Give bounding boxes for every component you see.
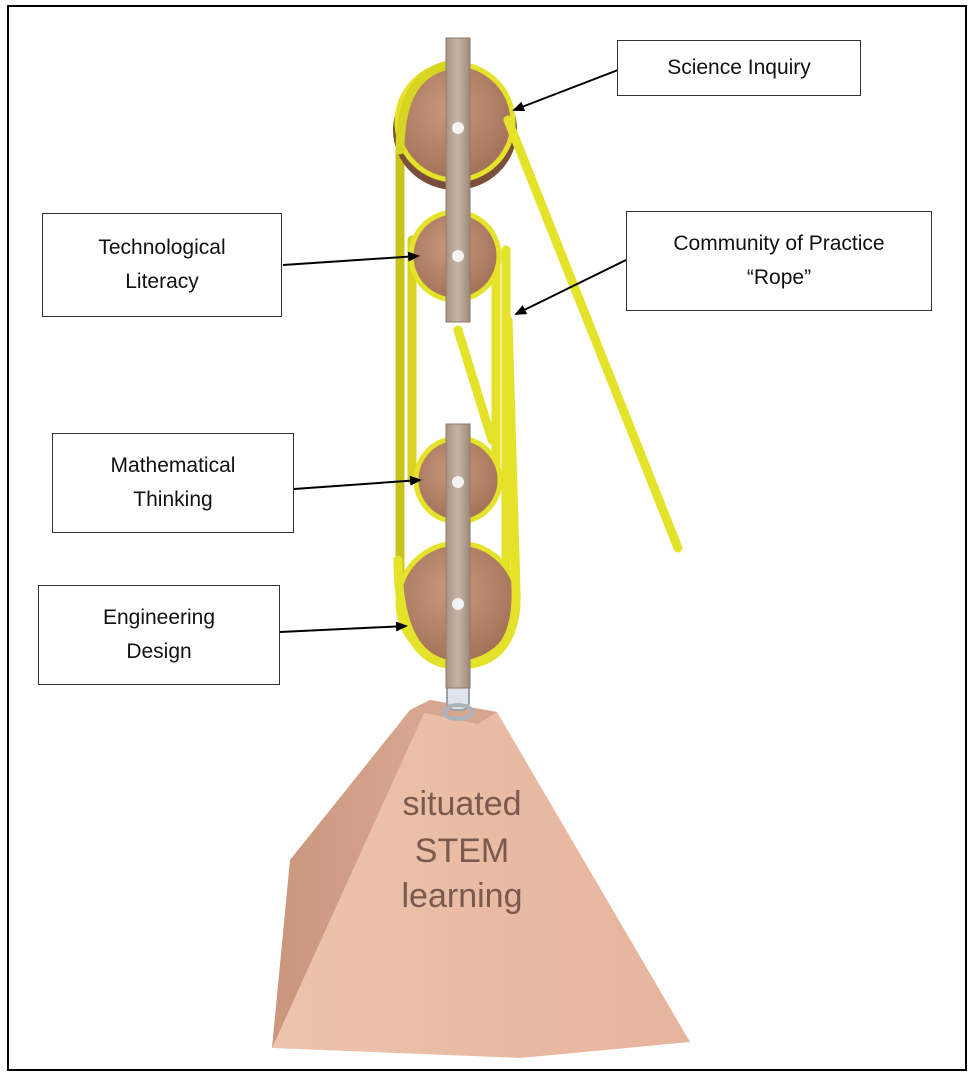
- weight-line-1: situated: [402, 785, 521, 823]
- stem-learning-weight: situated STEM learning: [272, 700, 690, 1058]
- label-community-of-practice: Community of Practice “Rope”: [626, 211, 932, 311]
- weight-top-face: [410, 700, 497, 724]
- label-science-inquiry-text: Science Inquiry: [667, 56, 811, 79]
- arrow-science-inquiry: [512, 69, 619, 112]
- arrow-community-of-practice: [514, 259, 627, 315]
- label-mathematical-thinking-line-2: Thinking: [133, 488, 213, 511]
- diagram-frame: [7, 5, 967, 1071]
- label-mathematical-thinking: Mathematical Thinking: [52, 433, 294, 533]
- rope-free-end: [503, 115, 683, 553]
- label-science-inquiry: Science Inquiry: [617, 40, 861, 96]
- weight-line-3: learning: [402, 877, 523, 915]
- label-community-of-practice-line-1: Community of Practice: [673, 232, 885, 255]
- rope-back: [395, 115, 511, 595]
- arrow-technological-literacy: [282, 251, 420, 266]
- weight-front-face: [272, 700, 690, 1058]
- label-engineering-design: Engineering Design: [38, 585, 280, 685]
- arrow-engineering-design: [279, 621, 408, 633]
- bracket-lower: [445, 423, 471, 689]
- label-engineering-design-line-2: Design: [126, 640, 192, 663]
- label-community-of-practice-line-2: “Rope”: [746, 266, 812, 289]
- label-mathematical-thinking-line-1: Mathematical: [110, 454, 236, 477]
- weight-line-2: STEM: [415, 832, 509, 870]
- label-technological-literacy: Technological Literacy: [42, 213, 282, 317]
- bracket-upper: [445, 37, 471, 323]
- arrow-mathematical-thinking: [293, 475, 422, 490]
- label-engineering-design-line-1: Engineering: [102, 606, 216, 629]
- label-technological-literacy-line-2: Literacy: [125, 270, 199, 293]
- label-technological-literacy-line-1: Technological: [98, 236, 226, 259]
